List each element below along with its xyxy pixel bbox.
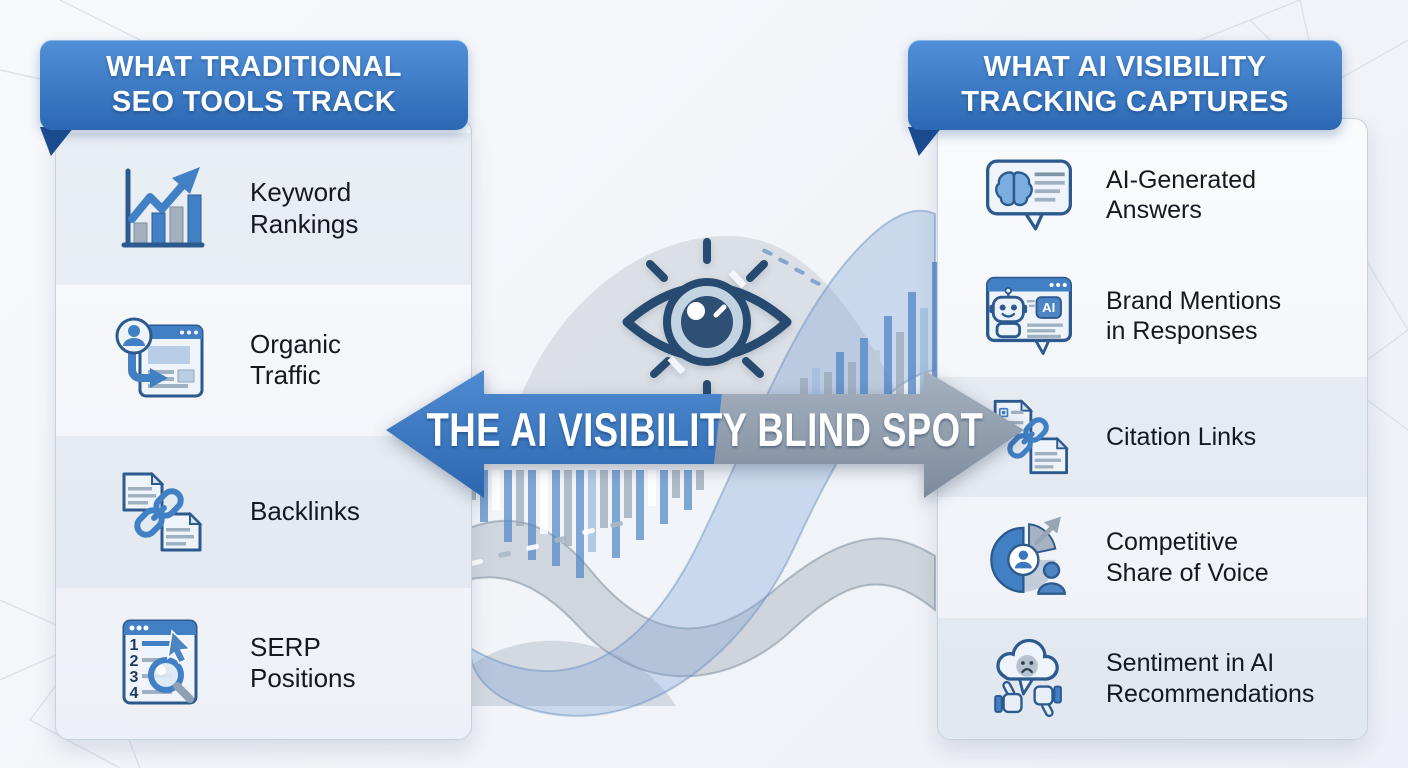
organic-traffic-icon: [108, 308, 212, 412]
traditional-seo-header: WHAT TRADITIONAL SEO TOOLS TRACK: [40, 40, 468, 130]
sentiment-icon: [982, 632, 1076, 726]
backlinks-icon: [108, 460, 212, 564]
serp-rank-number: 4: [130, 685, 139, 702]
serp-rank-number: 1: [130, 637, 139, 654]
tracking-item-row: Backlinks: [56, 436, 471, 588]
header-line: TRACKING CAPTURES: [961, 86, 1289, 118]
blind-spot-banner: THE AI VISIBILITY BLIND SPOT: [384, 366, 1026, 506]
chart-bars-decoration: [468, 248, 940, 578]
header-line: WHAT AI VISIBILITY: [983, 50, 1267, 83]
visibility-eye-icon: [612, 234, 802, 407]
item-label: Backlinks: [250, 495, 360, 526]
ai-badge-label: AI: [1042, 300, 1055, 315]
serp-rank-number: 3: [130, 669, 139, 686]
header-line: SEO TOOLS TRACK: [111, 86, 397, 118]
ai-visibility-header: WHAT AI VISIBILITY TRACKING CAPTURES: [908, 40, 1342, 130]
item-label: Citation Links: [1106, 422, 1257, 451]
tracking-item-row: Citation Links: [938, 376, 1367, 498]
brand-mentions-icon: AI: [982, 269, 1076, 363]
double-arrow-shape: [386, 370, 1024, 498]
share-of-voice-icon: [982, 511, 1076, 605]
ai-generated-answers-icon: [982, 148, 1076, 242]
blind-spot-title: THE AI VISIBILITY BLIND SPOT: [426, 402, 984, 456]
serp-rank-number: 2: [130, 653, 139, 670]
header-line: WHAT TRADITIONAL: [106, 50, 402, 83]
serp-positions-icon: 1 2 3 4: [108, 611, 212, 715]
keyword-rankings-icon: [108, 157, 212, 261]
